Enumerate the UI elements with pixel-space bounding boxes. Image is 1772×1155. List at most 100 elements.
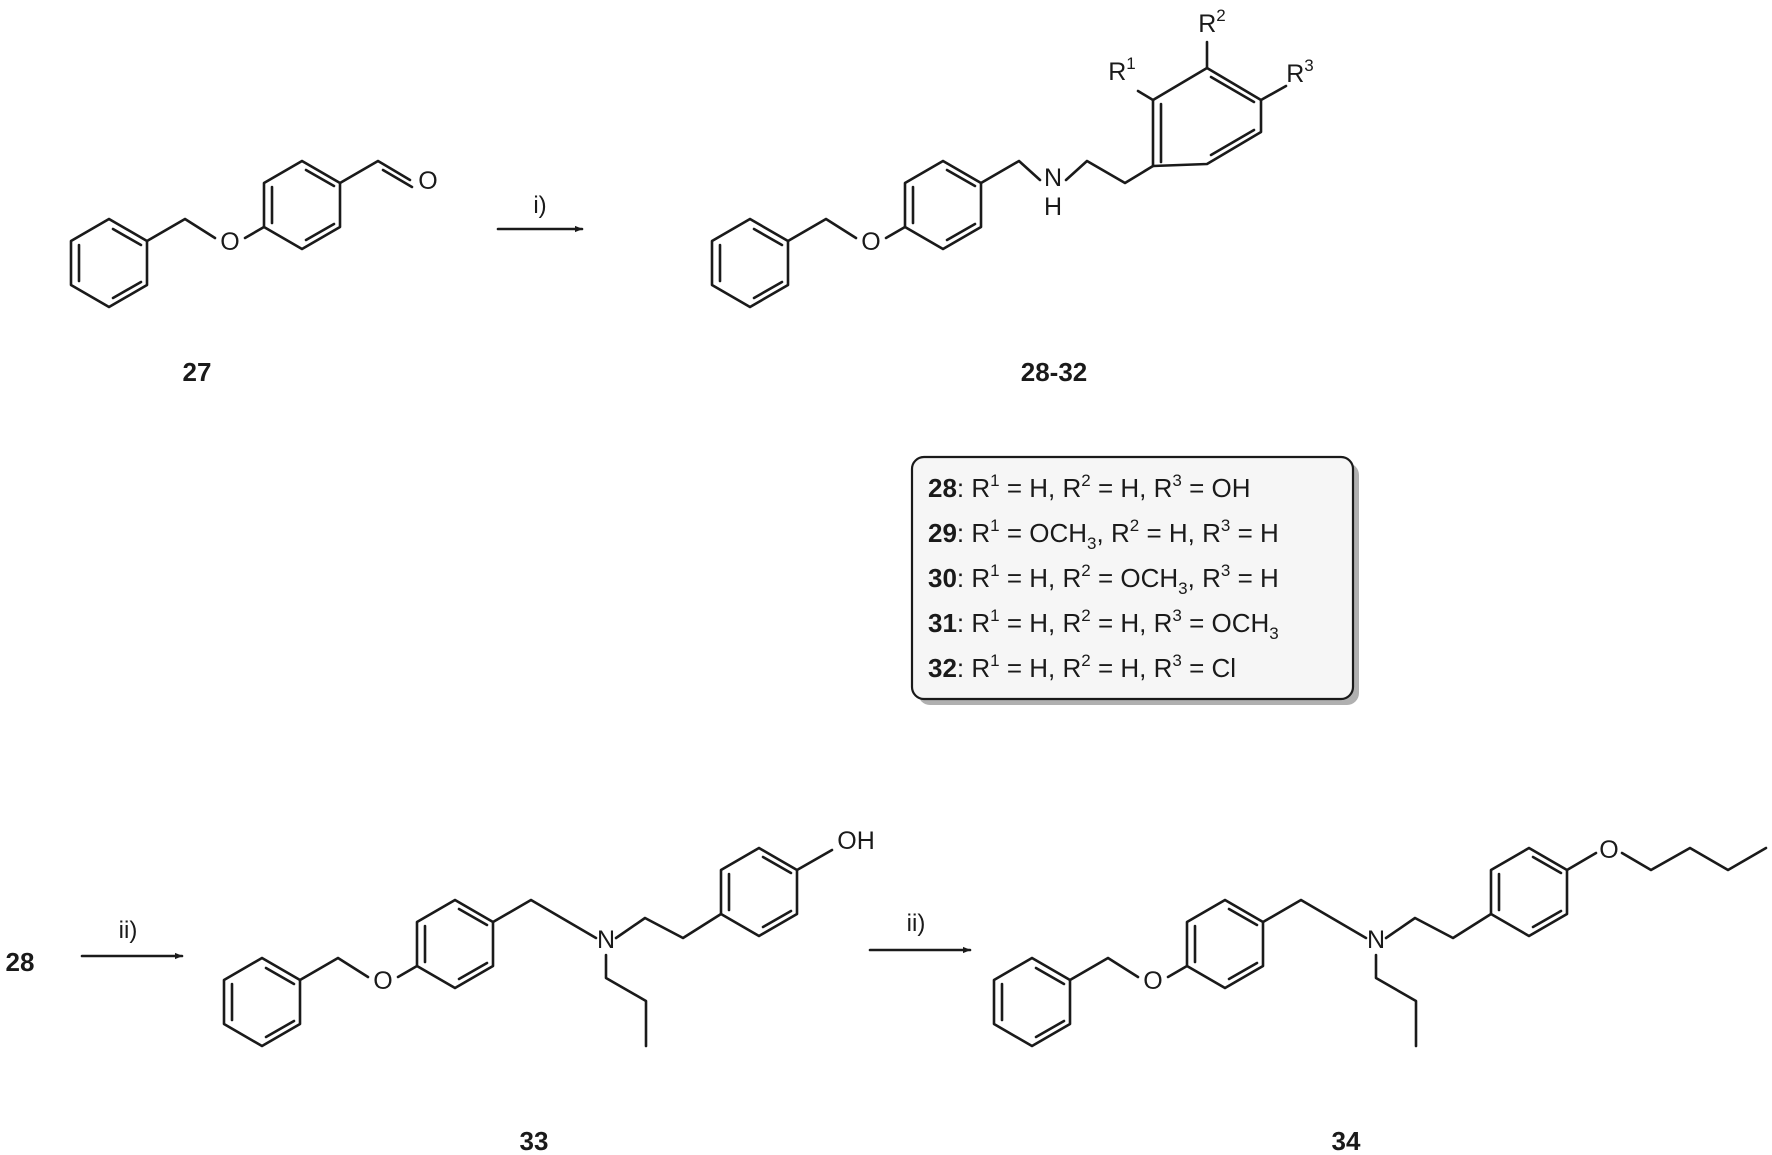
- table-row-28: 28: R1 = H, R2 = H, R3 = OH: [928, 471, 1251, 503]
- row-colon: :: [957, 473, 971, 503]
- row-r1-letter: R: [971, 563, 990, 593]
- row-r2-letter: R: [1063, 563, 1082, 593]
- row-r2-superscript: 2: [1081, 606, 1090, 625]
- row-compound-id: 30: [928, 563, 957, 593]
- ring-benzyl-28-32: [710, 217, 790, 309]
- compound-28-start-label: 28: [6, 947, 35, 977]
- r-letter: R: [1198, 10, 1216, 38]
- row-r3-equals: =: [1182, 473, 1212, 503]
- compound-27-structure: O O: [69, 159, 438, 309]
- row-r1-superscript: 1: [990, 516, 999, 535]
- row-comma: ,: [1048, 563, 1062, 593]
- row-r3-equals: =: [1230, 518, 1260, 548]
- row-r1-superscript: 1: [990, 471, 999, 490]
- row-r3-superscript: 3: [1221, 561, 1230, 580]
- row-r3-letter: R: [1154, 473, 1173, 503]
- row-r1-equals: =: [1000, 518, 1030, 548]
- row-r2-equals: =: [1091, 563, 1121, 593]
- row-r2-superscript: 2: [1081, 561, 1090, 580]
- row-r3-letter: R: [1202, 563, 1221, 593]
- oxygen-label: O: [220, 228, 239, 256]
- oxygen-label: O: [1599, 836, 1618, 864]
- oxygen-label: O: [861, 228, 880, 256]
- compound-34-label: 34: [1332, 1126, 1361, 1155]
- condition-i: i): [533, 192, 546, 219]
- row-r1-equals: =: [1000, 563, 1030, 593]
- row-comma: ,: [1188, 518, 1202, 548]
- row-r1-letter: R: [971, 608, 990, 638]
- row-compound-id: 28: [928, 473, 957, 503]
- row-r2-superscript: 2: [1081, 651, 1090, 670]
- r-letter: R: [1286, 60, 1304, 88]
- nitrogen-label: N: [1044, 164, 1062, 192]
- ring-phenol-33: [719, 846, 799, 938]
- row-r2-equals: =: [1091, 608, 1121, 638]
- row-comma: ,: [1139, 473, 1153, 503]
- r3-superscript: 3: [1304, 56, 1313, 75]
- hydrogen-label: H: [1044, 193, 1062, 221]
- row-r2-superscript: 2: [1130, 516, 1139, 535]
- row-r1-equals: =: [1000, 473, 1030, 503]
- table-row-29: 29: R1 = OCH3​, R2 = H, R3 = H: [928, 516, 1279, 553]
- row-r3-value: H: [1260, 518, 1279, 548]
- row-r2-letter: R: [1063, 608, 1082, 638]
- row-r1-superscript: 1: [990, 651, 999, 670]
- row-r3-subscript: 3: [1269, 624, 1278, 643]
- row-colon: :: [957, 608, 971, 638]
- row-r1-value: OCH: [1029, 518, 1087, 548]
- ring-benzyl-27: [69, 217, 149, 309]
- condition-ii-first: ii): [119, 917, 138, 944]
- row-r1-superscript: 1: [990, 606, 999, 625]
- row-r2-equals: =: [1091, 473, 1121, 503]
- row-r1-equals: =: [1000, 608, 1030, 638]
- row-r1-subscript: 3: [1087, 534, 1096, 553]
- row-r2-letter: R: [1063, 653, 1082, 683]
- row-r2-value: OCH: [1120, 563, 1178, 593]
- row-comma: ,: [1188, 563, 1202, 593]
- row-comma: ,: [1139, 653, 1153, 683]
- table-row-30: 30: R1 = H, R2 = OCH3​, R3 = H: [928, 561, 1279, 598]
- table-row-31: 31: R1 = H, R2 = H, R3 = OCH3​: [928, 606, 1279, 643]
- ring-aryl-34: [1185, 898, 1265, 990]
- row-colon: :: [957, 653, 971, 683]
- row-r3-value: OCH: [1212, 608, 1270, 638]
- row-r2-value: H: [1120, 473, 1139, 503]
- row-compound-id: 31: [928, 608, 957, 638]
- row-r1-superscript: 1: [990, 561, 999, 580]
- row-r2-equals: =: [1091, 653, 1121, 683]
- ring-aryl-33: [415, 898, 495, 990]
- compound-28-32-label: 28-32: [1021, 357, 1088, 387]
- compound-34-structure: N O O: [992, 836, 1768, 1048]
- row-r1-value: H: [1029, 563, 1048, 593]
- row-r2-value: H: [1120, 608, 1139, 638]
- r2-superscript: 2: [1216, 6, 1225, 25]
- hydroxyl-label: OH: [837, 827, 875, 855]
- row-r2-equals: =: [1139, 518, 1169, 548]
- row-r2-superscript: 2: [1081, 471, 1090, 490]
- r3-label: R3: [1286, 56, 1314, 88]
- row-r1-letter: R: [971, 473, 990, 503]
- nitrogen-label: N: [597, 926, 615, 954]
- row-compound-id: 29: [928, 518, 957, 548]
- row-r2-letter: R: [1063, 473, 1082, 503]
- oxygen-label: O: [418, 167, 437, 195]
- row-r2-subscript: 3: [1178, 579, 1187, 598]
- row-r1-letter: R: [971, 518, 990, 548]
- condition-ii-second: ii): [907, 910, 926, 937]
- row-r1-value: H: [1029, 653, 1048, 683]
- oxygen-label: O: [373, 967, 392, 995]
- row-r2-value: H: [1120, 653, 1139, 683]
- table-frame: [910, 455, 1355, 701]
- row-r3-value: Cl: [1212, 653, 1237, 683]
- row-r1-equals: =: [1000, 653, 1030, 683]
- r1-superscript: 1: [1126, 54, 1135, 73]
- row-comma: ,: [1048, 473, 1062, 503]
- row-r3-letter: R: [1154, 653, 1173, 683]
- r-letter: R: [1108, 58, 1126, 86]
- compound-33-label: 33: [520, 1126, 549, 1155]
- row-comma: ,: [1048, 653, 1062, 683]
- row-r2-letter: R: [1111, 518, 1130, 548]
